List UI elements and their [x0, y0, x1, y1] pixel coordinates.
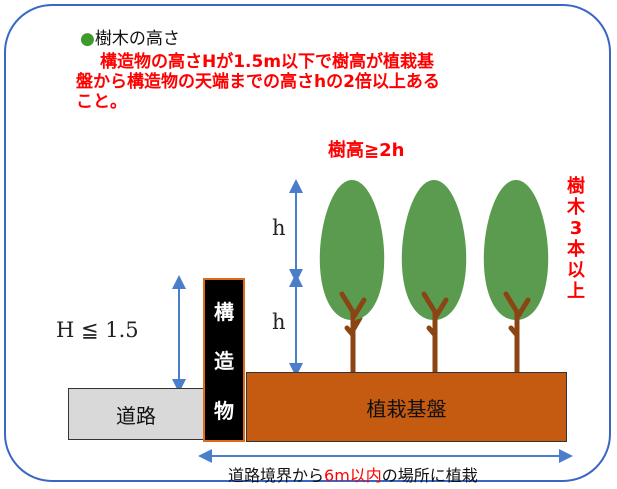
- road-label: 道路: [116, 403, 156, 428]
- structure-char-2: 造: [214, 349, 234, 374]
- distance-caption: 道路境界から6m以内の場所に植栽: [228, 462, 478, 486]
- requirement-line-3: こと。: [76, 92, 127, 112]
- tree-3-trunk: [503, 291, 531, 375]
- tree-3: [483, 180, 549, 375]
- tree-height-label: 樹高≧2h: [328, 140, 405, 161]
- H-label: H ≦ 1.5: [56, 318, 139, 342]
- tree-2-foliage: [401, 180, 467, 320]
- planting-base: 植栽基盤: [246, 372, 567, 442]
- requirement-line-2: 盤から構造物の天端までの高さhの2倍以上ある: [76, 72, 440, 92]
- road-block: 道路: [68, 388, 204, 440]
- tree-3-foliage: [483, 180, 549, 320]
- heading-text: 樹木の高さ: [94, 29, 180, 49]
- requirement-text: 構造物の高さHが1.5m以下で樹高が植栽基 盤から構造物の天端までの高さhの2倍…: [76, 52, 576, 112]
- structure-char-1: 構: [214, 300, 234, 325]
- tree-2-trunk: [421, 291, 449, 375]
- structure-char-3: 物: [214, 398, 234, 423]
- tree-1: [319, 180, 385, 375]
- section-heading: ●樹木の高さ: [80, 24, 180, 49]
- structure-block: 構 造 物: [203, 278, 245, 442]
- h-upper-label: h: [272, 216, 286, 240]
- tree-count-label: 樹木3本以上: [567, 176, 585, 302]
- distance-caption-highlight: 6m以内: [324, 466, 382, 485]
- distance-caption-suffix: の場所に植栽: [381, 466, 478, 485]
- tree-1-foliage: [319, 180, 385, 320]
- rounded-frame: [4, 4, 611, 482]
- planting-base-label: 植栽基盤: [366, 396, 447, 421]
- h-lower-label: h: [272, 310, 286, 334]
- requirement-line-1: 構造物の高さHが1.5m以下で樹高が植栽基: [100, 52, 435, 72]
- tree-2: [401, 180, 467, 375]
- bullet-icon: ●: [80, 29, 95, 49]
- distance-caption-prefix: 道路境界から: [228, 466, 325, 485]
